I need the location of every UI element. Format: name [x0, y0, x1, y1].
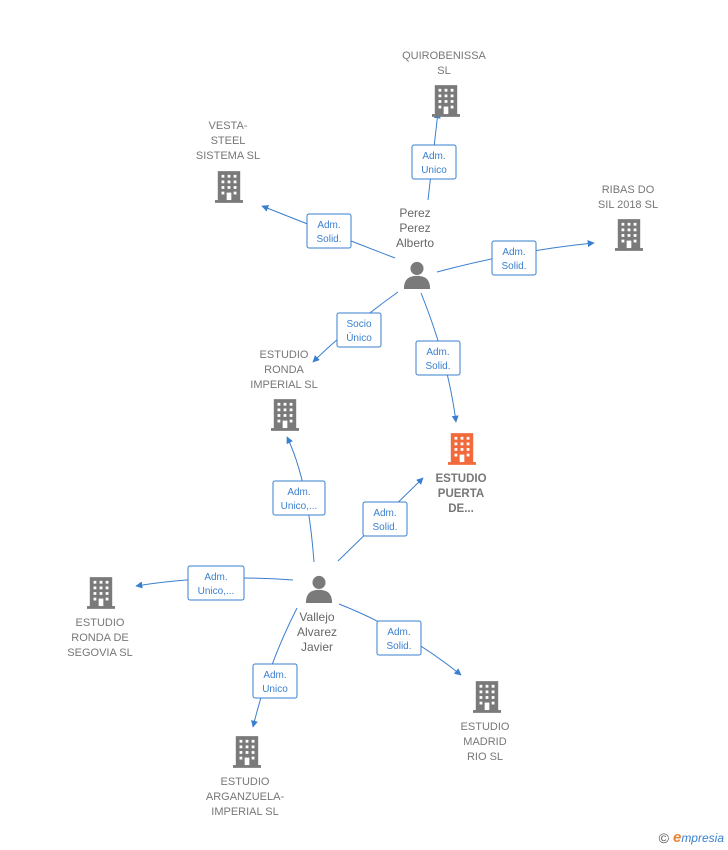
- svg-text:Unico,...: Unico,...: [198, 586, 235, 597]
- svg-text:Solid.: Solid.: [372, 522, 397, 533]
- edges: [135, 111, 595, 728]
- svg-text:Unico,...: Unico,...: [281, 501, 318, 512]
- svg-text:Javier: Javier: [301, 640, 333, 654]
- edge-label-perez-ribas[interactable]: Adm. Solid.: [491, 240, 537, 276]
- svg-text:Adm.: Adm.: [263, 670, 286, 681]
- svg-text:ESTUDIO: ESTUDIO: [260, 349, 309, 361]
- svg-text:ESTUDIO: ESTUDIO: [435, 473, 486, 485]
- edge-label-perez-puerta[interactable]: Adm. Solid.: [415, 340, 461, 376]
- building-icon: [615, 219, 643, 251]
- svg-text:Adm.: Adm.: [387, 627, 410, 638]
- svg-text:Adm.: Adm.: [502, 247, 525, 258]
- svg-text:Unico: Unico: [262, 684, 288, 695]
- node-perez-perez-alberto[interactable]: Perez Perez Alberto: [396, 206, 434, 289]
- svg-text:Perez: Perez: [399, 221, 430, 235]
- svg-text:Socio: Socio: [346, 319, 371, 330]
- svg-text:Adm.: Adm.: [422, 151, 445, 162]
- svg-text:Adm.: Adm.: [426, 347, 449, 358]
- svg-text:Alberto: Alberto: [396, 236, 434, 250]
- svg-text:SL: SL: [437, 65, 450, 77]
- svg-text:PUERTA: PUERTA: [438, 488, 484, 500]
- svg-text:ARGANZUELA-: ARGANZUELA-: [206, 791, 285, 803]
- svg-text:Adm.: Adm.: [373, 508, 396, 519]
- node-estudio-ronda-segovia[interactable]: ESTUDIO RONDA DE SEGOVIA SL: [67, 577, 133, 659]
- node-estudio-arganzuela[interactable]: ESTUDIO ARGANZUELA- IMPERIAL SL: [206, 736, 285, 818]
- building-icon: [448, 433, 476, 465]
- svg-text:Perez: Perez: [399, 206, 430, 220]
- svg-text:RONDA DE: RONDA DE: [71, 632, 128, 644]
- svg-text:IMPERIAL SL: IMPERIAL SL: [250, 379, 317, 391]
- svg-text:ESTUDIO: ESTUDIO: [76, 617, 125, 629]
- svg-text:VESTA-: VESTA-: [209, 120, 248, 132]
- person-icon: [403, 261, 431, 289]
- svg-text:RIO SL: RIO SL: [467, 751, 503, 763]
- svg-text:Adm.: Adm.: [317, 220, 340, 231]
- edge-label-vallejo-puerta[interactable]: Adm. Solid.: [362, 501, 408, 537]
- svg-text:Solid.: Solid.: [501, 261, 526, 272]
- empresia-watermark: © empresia: [659, 829, 724, 846]
- building-icon: [473, 681, 501, 713]
- svg-text:STEEL: STEEL: [211, 135, 246, 147]
- node-estudio-puerta-focus[interactable]: ESTUDIO PUERTA DE...: [435, 433, 487, 515]
- person-icon: [305, 575, 333, 603]
- edge-label-vallejo-ronda-segovia[interactable]: Adm. Unico,...: [187, 565, 245, 601]
- building-icon: [432, 85, 460, 117]
- edge-label-perez-vesta[interactable]: Adm. Solid.: [306, 213, 352, 249]
- node-estudio-ronda-imperial[interactable]: ESTUDIO RONDA IMPERIAL SL: [250, 349, 318, 431]
- svg-text:RONDA: RONDA: [264, 364, 304, 376]
- edge-label-vallejo-ronda-imperial[interactable]: Adm. Unico,...: [272, 480, 326, 516]
- node-ribas-do-sil[interactable]: RIBAS DO SIL 2018 SL: [598, 184, 658, 251]
- svg-text:SEGOVIA SL: SEGOVIA SL: [67, 647, 132, 659]
- svg-text:Unico: Unico: [421, 165, 447, 176]
- node-vesta-steel[interactable]: VESTA- STEEL SISTEMA SL: [196, 120, 260, 203]
- svg-text:Solid.: Solid.: [386, 641, 411, 652]
- svg-text:QUIROBENISSA: QUIROBENISSA: [402, 50, 486, 62]
- svg-text:Alvarez: Alvarez: [297, 625, 337, 639]
- brand-logo: empresia: [672, 829, 724, 846]
- svg-text:ESTUDIO: ESTUDIO: [461, 721, 510, 733]
- svg-text:IMPERIAL SL: IMPERIAL SL: [211, 806, 278, 818]
- svg-text:SISTEMA SL: SISTEMA SL: [196, 150, 260, 162]
- svg-text:ESTUDIO: ESTUDIO: [221, 776, 270, 788]
- svg-text:SIL 2018 SL: SIL 2018 SL: [598, 199, 658, 211]
- svg-text:Solid.: Solid.: [316, 234, 341, 245]
- svg-text:Adm.: Adm.: [287, 487, 310, 498]
- svg-text:Vallejo: Vallejo: [299, 610, 334, 624]
- copyright-icon: ©: [658, 829, 669, 846]
- edge-label-vallejo-arganzuela[interactable]: Adm. Unico: [252, 663, 298, 699]
- svg-text:MADRID: MADRID: [463, 736, 506, 748]
- edge-label-perez-ronda-imperial[interactable]: Socio Único: [336, 312, 382, 348]
- building-icon: [271, 399, 299, 431]
- svg-text:Adm.: Adm.: [204, 572, 227, 583]
- edge-label-perez-quirobenissa[interactable]: Adm. Unico: [411, 144, 457, 180]
- building-icon: [215, 171, 243, 203]
- svg-text:Único: Único: [346, 331, 372, 344]
- building-icon: [233, 736, 261, 768]
- building-icon: [87, 577, 115, 609]
- edge-label-vallejo-madrid-rio[interactable]: Adm. Solid.: [376, 620, 422, 656]
- node-estudio-madrid-rio[interactable]: ESTUDIO MADRID RIO SL: [461, 681, 510, 763]
- svg-text:DE...: DE...: [448, 503, 474, 515]
- node-vallejo-alvarez-javier[interactable]: Vallejo Alvarez Javier: [297, 575, 337, 654]
- node-quirobenissa[interactable]: QUIROBENISSA SL: [402, 50, 487, 117]
- svg-text:Solid.: Solid.: [425, 361, 450, 372]
- svg-text:RIBAS DO: RIBAS DO: [602, 184, 655, 196]
